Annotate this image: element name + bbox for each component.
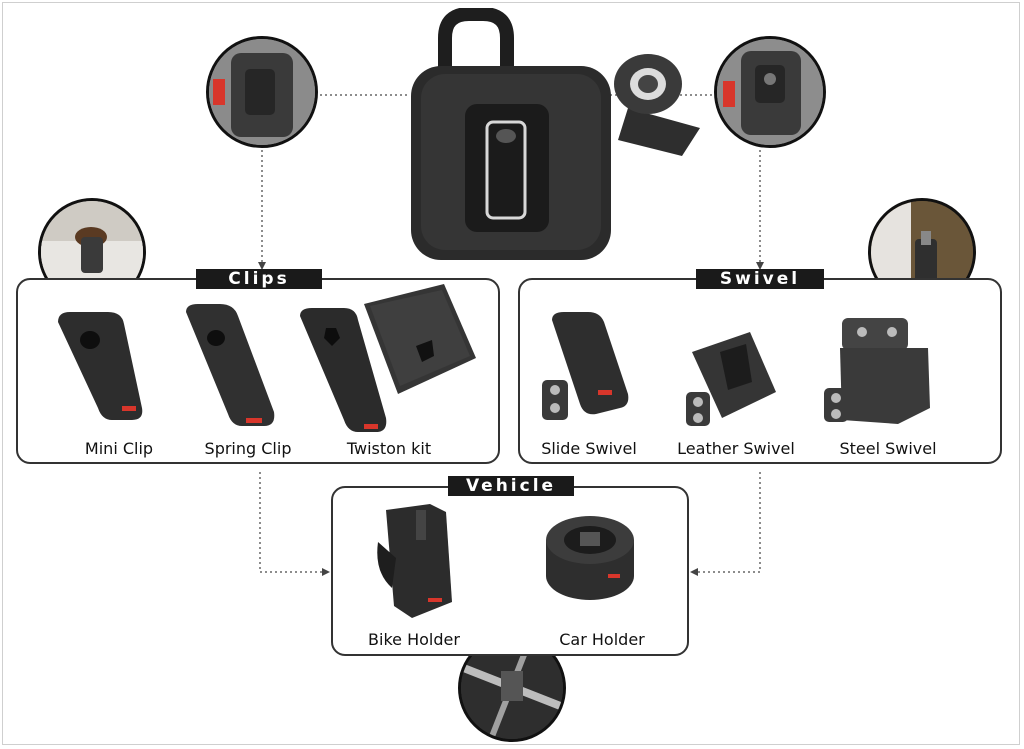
twiston-kit-label: Twiston kit: [346, 439, 432, 458]
steel-swivel-product: [824, 318, 930, 424]
slide-swivel-label: Slide Swivel: [541, 439, 637, 458]
car-holder-product: [546, 516, 634, 600]
bike-holder-label: Bike Holder: [368, 630, 460, 649]
detail-circle-clip-back: [206, 36, 318, 148]
steel-swivel-label: Steel Swivel: [839, 439, 937, 458]
ring-clip-product: [614, 54, 700, 156]
vehicle-group-title: Vehicle: [448, 476, 574, 496]
slide-swivel-product: [542, 312, 629, 420]
mini-clip-product: [58, 312, 143, 420]
detail-circle-swivel-back: [714, 36, 826, 148]
bike-holder-product: [377, 504, 452, 618]
car-holder-label: Car Holder: [559, 630, 645, 649]
central-holster-product: ​: [411, 8, 611, 260]
mini-clip-label: Mini Clip: [84, 439, 154, 458]
twiston-plate-product: [364, 284, 476, 394]
spring-clip-product: [186, 304, 275, 426]
clips-group-title: Clips: [196, 269, 322, 289]
twiston-clip-product: [300, 308, 387, 432]
spring-clip-label: Spring Clip: [204, 439, 292, 458]
swivel-group-title: Swivel: [696, 269, 824, 289]
leather-swivel-label: Leather Swivel: [677, 439, 795, 458]
leather-swivel-product: [686, 332, 776, 426]
